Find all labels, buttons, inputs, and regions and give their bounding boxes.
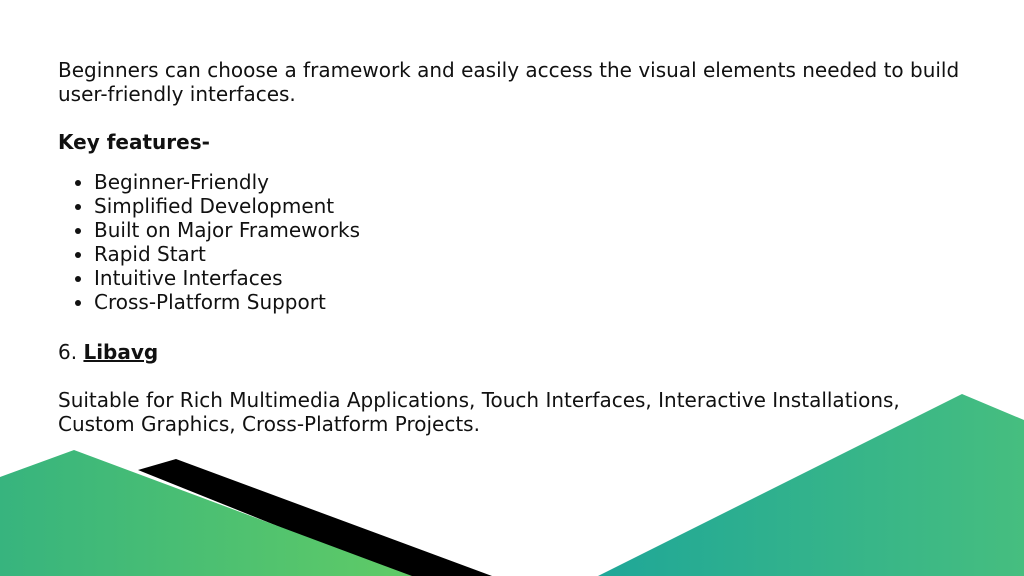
- list-item: Cross-Platform Support: [94, 290, 968, 314]
- features-list: Beginner-Friendly Simplified Development…: [58, 170, 968, 314]
- section-title: Libavg: [83, 340, 159, 364]
- section-number: 6.: [58, 340, 78, 364]
- list-item: Intuitive Interfaces: [94, 266, 968, 290]
- key-features-heading: Key features-: [58, 130, 210, 154]
- content-area: Beginners can choose a framework and eas…: [58, 58, 968, 436]
- list-item: Built on Major Frameworks: [94, 218, 968, 242]
- list-item: Beginner-Friendly: [94, 170, 968, 194]
- right-green-mountain-shape: [598, 394, 1024, 576]
- intro-paragraph: Beginners can choose a framework and eas…: [58, 58, 960, 106]
- section-heading: 6. Libavg: [58, 340, 968, 364]
- description-paragraph: Suitable for Rich Multimedia Application…: [58, 388, 900, 436]
- list-item: Rapid Start: [94, 242, 968, 266]
- list-item: Simplified Development: [94, 194, 968, 218]
- black-stripe-shape: [138, 459, 492, 576]
- left-green-mountain-shape: [0, 450, 412, 576]
